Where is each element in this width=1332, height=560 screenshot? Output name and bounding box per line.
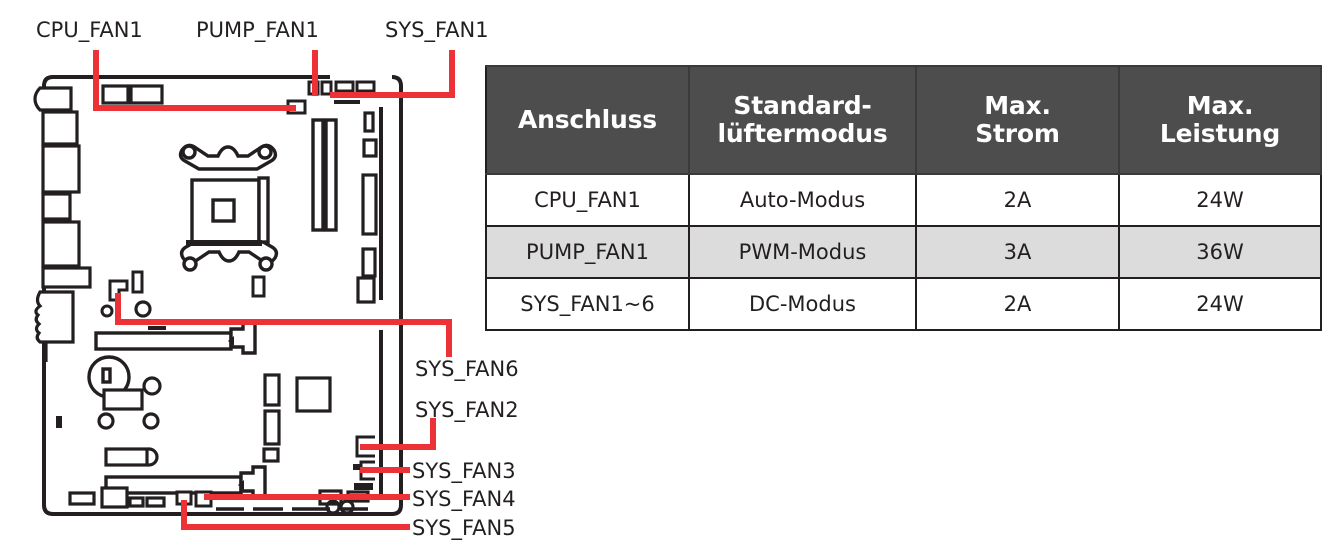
chipset-chip: [295, 376, 332, 413]
board-detail-circles: [97, 300, 162, 467]
cell-max-current: 3A: [915, 225, 1120, 279]
board-outline: [42, 75, 403, 516]
table-body: CPU_FAN1 Auto-Modus 2A 24W PUMP_FAN1 PWM…: [485, 173, 1322, 331]
col-header-max-leistung-line2: Leistung: [1159, 119, 1281, 148]
callout-label-sys-fan2: SYS_FAN2: [415, 398, 519, 422]
chip-a: [102, 388, 144, 411]
cpu-socket-assembly: [178, 143, 279, 272]
table-header-row: Anschluss Standard- lüftermodus Max. Str…: [485, 65, 1322, 175]
sys-fan6-header: [108, 279, 129, 302]
slot-mark: [148, 326, 166, 330]
chip-c: [56, 416, 62, 428]
col-header-standard-luftermodus-line1: Standard-: [733, 91, 872, 120]
col-header-anschluss-line1: Anschluss: [518, 105, 657, 134]
small-header-a: [251, 275, 266, 298]
table-row: PUMP_FAN1 PWM-Modus 3A 36W: [485, 225, 1322, 279]
chip-e: [354, 483, 373, 490]
table-row: CPU_FAN1 Auto-Modus 2A 24W: [485, 173, 1322, 227]
col-header-standard-luftermodus-line2: lüftermodus: [717, 119, 888, 148]
leader-sys-fan1: [330, 50, 455, 98]
right-connectors-upper: [356, 111, 378, 304]
pcie-notch-b: [238, 480, 244, 490]
cell-max-current: 2A: [915, 277, 1120, 331]
small-header-b: [131, 270, 144, 294]
col-header-standard-luftermodus: Standard- lüftermodus: [688, 65, 917, 175]
fan-spec-table-wrapper: Anschluss Standard- lüftermodus Max. Str…: [485, 65, 1322, 331]
motherboard-illustration: [33, 50, 455, 530]
cmos-battery: [87, 355, 131, 399]
callout-label-pump-fan1: PUMP_FAN1: [196, 18, 319, 42]
col-header-max-leistung-line1: Max.: [1186, 91, 1254, 120]
table-head: Anschluss Standard- lüftermodus Max. Str…: [485, 65, 1322, 175]
cell-max-power: 24W: [1118, 173, 1322, 227]
bottom-circles: [325, 499, 355, 515]
fan-spec-table: Anschluss Standard- lüftermodus Max. Str…: [485, 65, 1322, 331]
cell-connector: CPU_FAN1: [485, 173, 690, 227]
cell-max-power: 36W: [1118, 225, 1322, 279]
callout-label-cpu-fan1: CPU_FAN1: [36, 18, 143, 42]
socket-shadow: [186, 240, 262, 246]
col-header-max-strom: Max. Strom: [915, 65, 1120, 175]
m2-slots: [262, 373, 281, 463]
col-header-max-leistung: Max. Leistung: [1118, 65, 1322, 175]
pcie-slots: [94, 321, 267, 499]
cell-max-power: 24W: [1118, 277, 1322, 331]
cell-default-mode: PWM-Modus: [688, 225, 917, 279]
col-header-max-strom-line1: Max.: [984, 91, 1051, 120]
cell-max-current: 2A: [915, 173, 1120, 227]
leader-cpu-fan1: [93, 50, 296, 111]
rear-io-ports: [33, 86, 92, 344]
leader-sys-fan2: [360, 418, 436, 450]
leader-sys-fan5: [181, 500, 410, 530]
motherboard-diagram: CPU_FAN1 PUMP_FAN1 SYS_FAN1 SYS_FAN6 SYS…: [0, 0, 560, 560]
table-row: SYS_FAN1~6 DC-Modus 2A 24W: [485, 277, 1322, 331]
cell-default-mode: Auto-Modus: [688, 173, 917, 227]
leader-sys-fan6: [115, 293, 452, 357]
cell-connector: SYS_FAN1~6: [485, 277, 690, 331]
callout-label-sys-fan4: SYS_FAN4: [412, 487, 516, 511]
top-connectors: [101, 84, 164, 105]
callout-label-sys-fan3: SYS_FAN3: [412, 459, 516, 483]
callout-label-sys-fan1: SYS_FAN1: [385, 18, 489, 42]
callout-leader-lines: [93, 50, 455, 530]
col-header-anschluss: Anschluss: [485, 65, 690, 175]
callout-label-sys-fan5: SYS_FAN5: [412, 516, 516, 540]
dimm-slots: [311, 118, 338, 232]
callout-label-sys-fan6: SYS_FAN6: [415, 357, 519, 381]
top-small-bar: [334, 100, 360, 104]
col-header-max-strom-line2: Strom: [975, 119, 1060, 148]
cell-default-mode: DC-Modus: [688, 277, 917, 331]
pcie-notch-a: [228, 336, 234, 346]
chip-b: [104, 447, 149, 467]
cell-connector: PUMP_FAN1: [485, 225, 690, 279]
